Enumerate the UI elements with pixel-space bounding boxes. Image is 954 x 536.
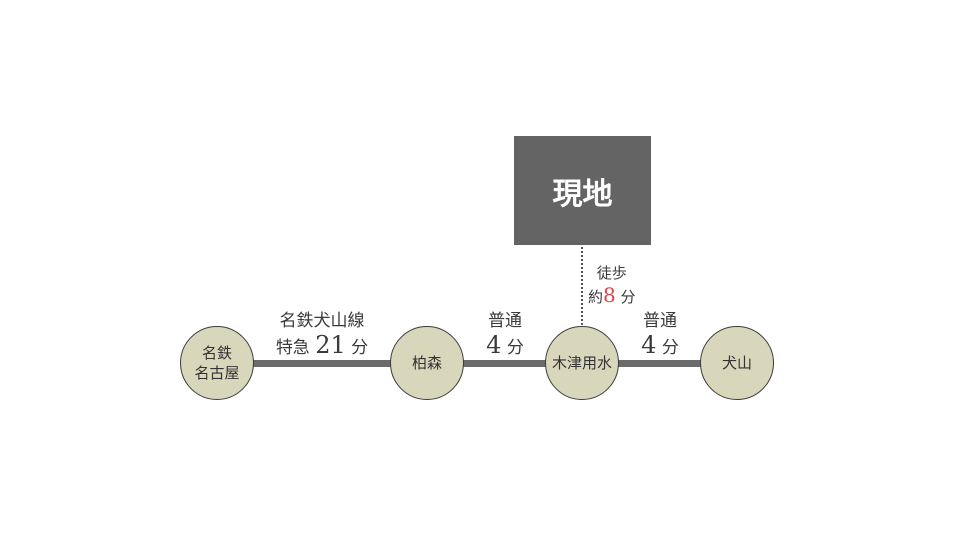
- segment-type: 特急: [275, 338, 310, 358]
- segment-minutes: 4: [486, 331, 502, 359]
- segment-minutes: 4: [641, 331, 657, 359]
- walk-label-line1: 徒歩: [596, 264, 627, 282]
- segment-unit: 分: [351, 338, 369, 358]
- walk-path-dotted: [581, 247, 583, 325]
- walk-minutes: 8: [603, 283, 616, 307]
- segment-minutes: 21: [315, 331, 346, 359]
- station-name: 柏森: [411, 354, 442, 372]
- station-name: 名古屋: [194, 364, 240, 382]
- segment-unit: 分: [661, 338, 679, 358]
- destination-box: 現地: [514, 136, 651, 245]
- segment-unit: 分: [506, 338, 524, 358]
- station-kotsuyosui: 木津用水: [545, 326, 619, 400]
- segment-line-name: 名鉄犬山線: [279, 311, 365, 331]
- station-name: 名鉄: [201, 344, 232, 362]
- walk-unit: 分: [620, 288, 636, 306]
- station-meitetsu-nagoya: 名鉄名古屋: [180, 326, 254, 400]
- station-kashiwamori: 柏森: [390, 326, 464, 400]
- walk-label: 徒歩 約8 分: [588, 262, 636, 308]
- destination-label: 現地: [552, 176, 613, 212]
- segment-label-1: 名鉄犬山線 特急 21 分: [262, 309, 382, 360]
- walk-prefix: 約: [588, 288, 604, 306]
- station-inuyama: 犬山: [700, 326, 774, 400]
- segment-label-2: 普通 4 分: [465, 309, 545, 360]
- segment-label-3: 普通 4 分: [620, 309, 700, 360]
- segment-type: 普通: [643, 311, 677, 331]
- segment-type: 普通: [488, 311, 522, 331]
- station-name: 犬山: [721, 354, 752, 372]
- station-name: 木津用水: [551, 354, 612, 372]
- rail-line: [217, 360, 737, 367]
